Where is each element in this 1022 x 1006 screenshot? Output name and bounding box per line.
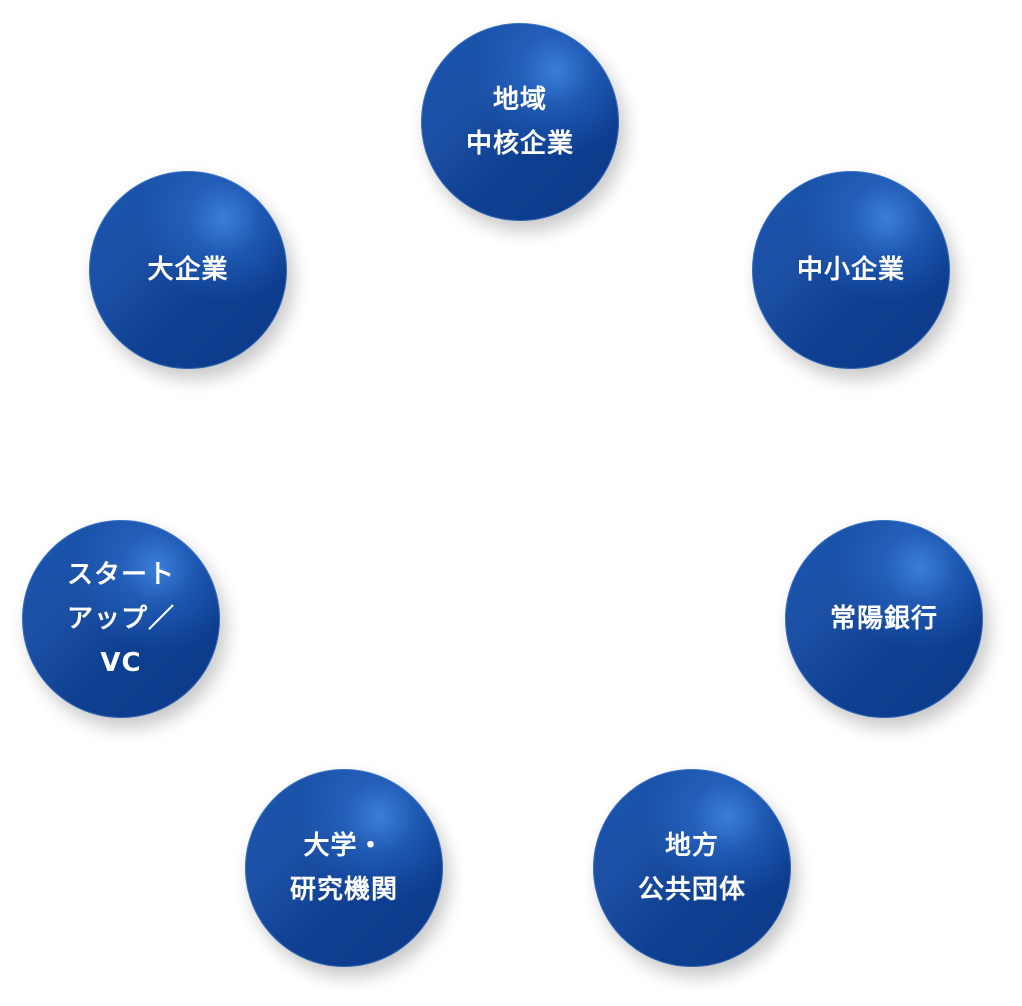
node-label: スタート アップ／ VC [66, 560, 175, 678]
node-large-companies: 大企業 [89, 171, 287, 369]
node-universities-research: 大学・ 研究機関 [245, 769, 443, 967]
node-label: 地域 中核企業 [465, 85, 574, 159]
node-startups-vc: スタート アップ／ VC [22, 520, 220, 718]
node-joyo-bank: 常陽銀行 [785, 520, 983, 718]
node-label: 中小企業 [796, 255, 905, 285]
node-label: 地方 公共団体 [637, 831, 746, 905]
node-label: 常陽銀行 [829, 604, 938, 634]
node-regional-core-companies: 地域 中核企業 [421, 23, 619, 221]
node-label: 大企業 [147, 255, 229, 285]
node-local-government: 地方 公共団体 [593, 769, 791, 967]
node-smes: 中小企業 [752, 171, 950, 369]
node-label: 大学・ 研究機関 [289, 831, 398, 905]
